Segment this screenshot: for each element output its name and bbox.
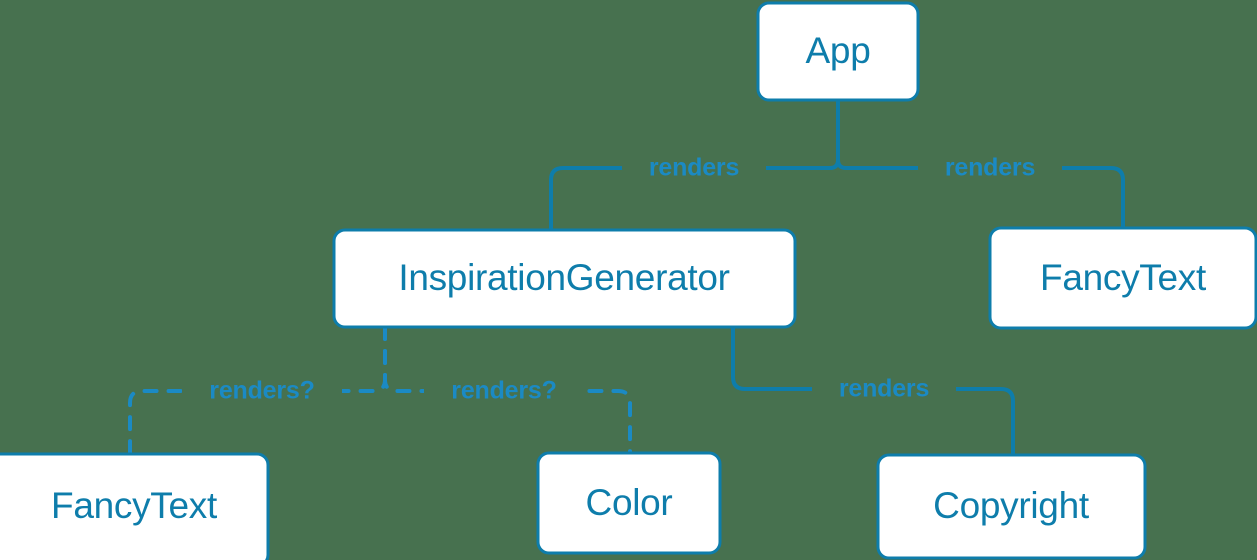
node-app-box[interactable] [756,1,920,102]
edge-label-text: renders [839,375,929,403]
node-app[interactable]: App [756,1,920,102]
node-copyright[interactable]: Copyright [876,453,1147,560]
node-inspirationgenerator-box[interactable] [332,228,797,329]
edge-label-text: renders [945,154,1035,182]
edge-label-inspirationgenerator-copyright: renders [812,374,956,404]
node-copyright-box[interactable] [876,453,1147,560]
node-fancytext-right-label: FancyText [1040,257,1207,298]
node-color-box[interactable] [536,451,722,555]
node-fancytext-right[interactable]: FancyText [988,226,1257,330]
node-inspirationgenerator-label: InspirationGenerator [398,257,729,298]
node-inspirationgenerator[interactable]: InspirationGenerator [332,228,797,329]
edge-label-inspirationgenerator-fancytext: renders? [182,376,342,406]
edge-label-text: renders? [209,377,314,405]
node-app-label: App [806,30,871,71]
edge-label-app-fancytext-right: renders [918,153,1062,183]
edge-label-app-inspirationgenerator: renders [622,153,766,183]
node-color-label: Color [586,482,673,523]
edge-label-text: renders [649,154,739,182]
edge-labels-layer: renders renders renders? renders? render… [182,153,1062,406]
node-color[interactable]: Color [536,451,722,555]
edge-label-text: renders? [451,377,556,405]
node-fancytext-bottom[interactable]: FancyText [0,452,270,560]
node-fancytext-right-box[interactable] [988,226,1257,330]
node-copyright-label: Copyright [933,485,1090,526]
node-fancytext-bottom-label: FancyText [51,485,218,526]
edge-label-inspirationgenerator-color: renders? [424,376,584,406]
node-fancytext-bottom-box[interactable] [0,452,270,560]
edge-inspirationgenerator-to-color [383,325,632,455]
